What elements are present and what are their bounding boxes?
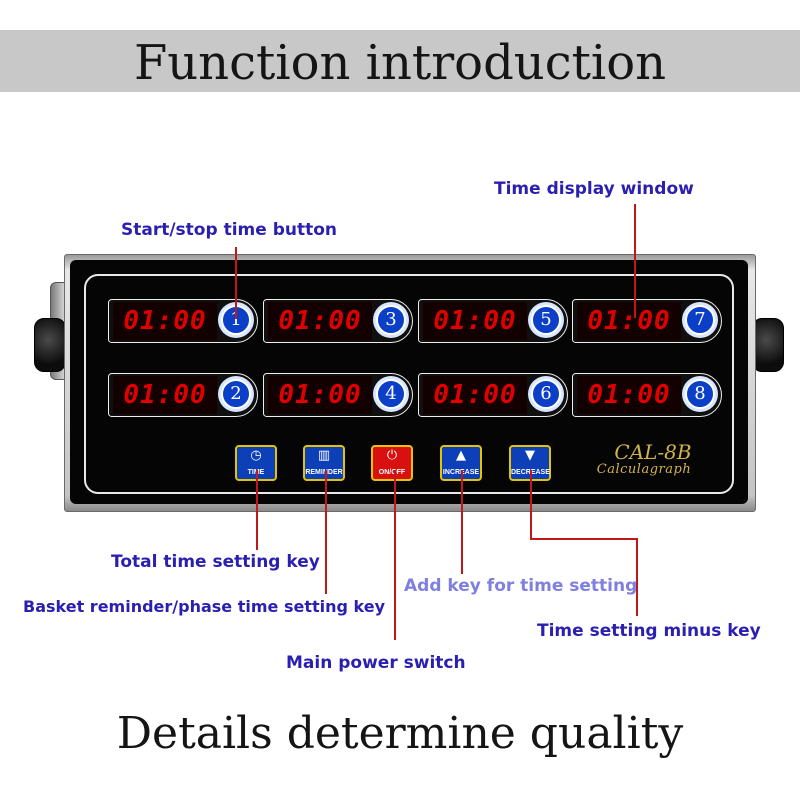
timer-start-stop-button-5[interactable]: 5	[528, 302, 564, 338]
panel-inner-border	[84, 274, 734, 494]
timer-digits: 01:00	[577, 376, 681, 414]
label-start-stop: Start/stop time button	[121, 220, 337, 240]
timer-start-stop-button-2[interactable]: 2	[218, 376, 254, 412]
timer-digits: 01:00	[113, 302, 217, 340]
timer-display-8: 01:00 8	[572, 373, 722, 417]
power-icon: ⏻	[386, 448, 398, 463]
leader-line-minus-key-c	[636, 538, 638, 616]
footer-slogan: Details determine quality	[116, 708, 684, 759]
power-key[interactable]: ⏻ ON/OFF	[371, 445, 413, 481]
right-mount-knob	[752, 318, 784, 372]
timer-digits: 01:00	[423, 376, 527, 414]
clock-icon: ◷	[250, 448, 262, 463]
timer-number: 8	[685, 379, 715, 409]
leader-line-total-time	[256, 470, 258, 550]
model-name: CAL-8B	[614, 440, 692, 464]
label-power-switch: Main power switch	[286, 653, 466, 673]
timer-display-5: 01:00 5	[418, 299, 568, 343]
leader-line-minus-key-b	[530, 538, 638, 540]
label-total-time: Total time setting key	[111, 552, 320, 572]
timer-digits: 01:00	[268, 302, 372, 340]
timer-start-stop-button-7[interactable]: 7	[682, 302, 718, 338]
timer-digits: 01:00	[268, 376, 372, 414]
page-title: Function introduction	[133, 35, 667, 91]
timer-number: 7	[685, 305, 715, 335]
timer-digits: 01:00	[577, 302, 681, 340]
label-time-display-window: Time display window	[494, 179, 694, 199]
timer-start-stop-button-4[interactable]: 4	[373, 376, 409, 412]
leader-line-minus-key-a	[530, 470, 532, 540]
label-basket-reminder: Basket reminder/phase time setting key	[23, 597, 385, 616]
leader-line-display-window	[634, 204, 636, 318]
timer-display-2: 01:00 2	[108, 373, 258, 417]
leader-line-basket-reminder	[325, 470, 327, 594]
brand-name: Calculagraph	[596, 462, 692, 477]
time-key-label: TIME	[237, 468, 275, 478]
timer-number: 4	[376, 379, 406, 409]
timer-display-6: 01:00 6	[418, 373, 568, 417]
timer-digits: 01:00	[423, 302, 527, 340]
label-minus-key: Time setting minus key	[537, 621, 761, 641]
timer-number: 6	[531, 379, 561, 409]
timer-number: 2	[221, 379, 251, 409]
title-banner	[0, 30, 800, 92]
basket-icon: ▥	[317, 448, 331, 463]
label-add-key: Add key for time setting	[404, 576, 638, 596]
timer-display-7: 01:00 7	[572, 299, 722, 343]
leader-line-start-stop	[235, 247, 237, 319]
timer-start-stop-button-3[interactable]: 3	[373, 302, 409, 338]
left-mount-knob	[34, 318, 66, 372]
timer-number: 3	[376, 305, 406, 335]
reminder-key[interactable]: ▥ REMINDER	[303, 445, 345, 481]
reminder-key-label: REMINDER	[305, 469, 343, 476]
timer-display-3: 01:00 3	[263, 299, 413, 343]
timer-number: 5	[531, 305, 561, 335]
timer-display-1: 01:00 1	[108, 299, 258, 343]
timer-digits: 01:00	[113, 376, 217, 414]
timer-start-stop-button-6[interactable]: 6	[528, 376, 564, 412]
timer-start-stop-button-8[interactable]: 8	[682, 376, 718, 412]
triangle-down-icon: ▼	[525, 448, 535, 463]
power-key-label: ON/OFF	[378, 469, 406, 476]
leader-line-power-switch	[394, 470, 396, 640]
timer-display-4: 01:00 4	[263, 373, 413, 417]
leader-line-add-key	[461, 470, 463, 574]
triangle-up-icon: ▲	[456, 448, 466, 463]
